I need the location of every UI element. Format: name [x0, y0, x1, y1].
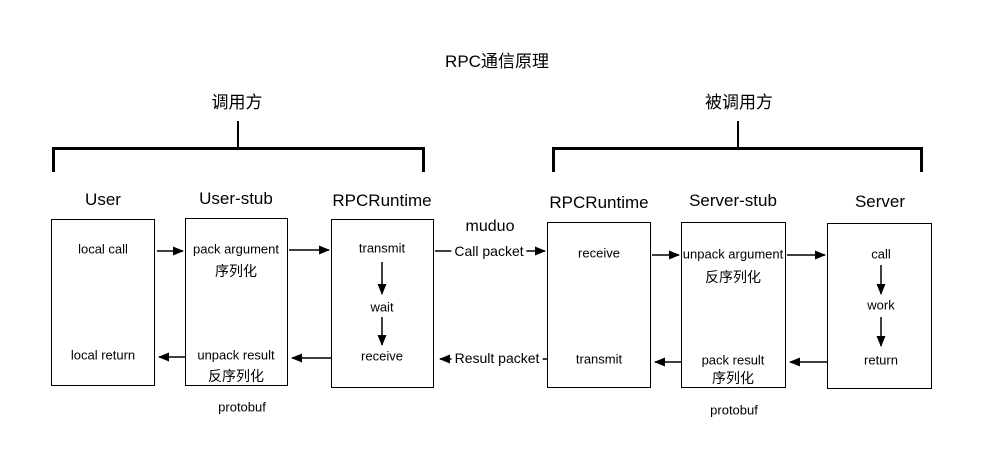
rpc-runtime-callee-box-title: RPCRuntime [549, 193, 649, 213]
user-box-title: User [85, 190, 121, 210]
rpc-runtime-caller-box-title: RPCRuntime [332, 191, 432, 211]
callee-bracket [552, 147, 923, 172]
rpc-callee-transmit-label: transmit [575, 351, 623, 367]
rpc-caller-transmit-label: transmit [358, 240, 406, 256]
callee-group-label: 被调用方 [705, 93, 773, 113]
rpc-runtime-caller-box [331, 219, 434, 388]
user-stub-unpack-result-label: unpack result [197, 347, 275, 363]
caller-bracket [52, 147, 425, 172]
server-box [827, 223, 932, 389]
server-stub-box-title: Server-stub [689, 191, 777, 211]
user-stub-box [185, 218, 288, 386]
server-stub-box [681, 222, 786, 388]
server-stub-deserialize-label: 反序列化 [705, 268, 761, 285]
server-stub-protobuf-label: protobuf [710, 402, 758, 418]
call-packet-label: Call packet [451, 242, 527, 260]
caller-group-label: 调用方 [211, 93, 263, 113]
user-stub-serialize-label: 序列化 [215, 262, 257, 279]
server-work-label: work [867, 297, 895, 313]
muduo-label: muduo [465, 217, 515, 235]
user-stub-pack-argument-label: pack argument [193, 241, 279, 257]
caller-bracket-stem [237, 121, 239, 147]
user-local-call-label: local call [78, 241, 128, 257]
server-stub-unpack-argument-label: unpack argument [682, 246, 784, 262]
user-stub-deserialize-label: 反序列化 [208, 367, 264, 384]
server-stub-serialize-label: 序列化 [712, 369, 754, 386]
user-box [51, 219, 155, 386]
server-return-label: return [864, 352, 898, 368]
rpc-runtime-callee-box [547, 222, 651, 388]
rpc-caller-receive-label: receive [361, 348, 403, 364]
server-call-label: call [871, 246, 891, 262]
server-stub-pack-result-label: pack result [701, 352, 765, 368]
result-packet-label: Result packet [451, 349, 543, 367]
rpc-caller-wait-label: wait [370, 299, 394, 315]
callee-bracket-stem [737, 121, 739, 147]
user-stub-box-title: User-stub [199, 189, 273, 209]
user-local-return-label: local return [70, 347, 136, 363]
rpc-callee-receive-label: receive [578, 245, 620, 261]
server-box-title: Server [854, 192, 906, 212]
user-stub-protobuf-label: protobuf [218, 399, 266, 415]
page-title: RPC通信原理 [445, 52, 549, 72]
